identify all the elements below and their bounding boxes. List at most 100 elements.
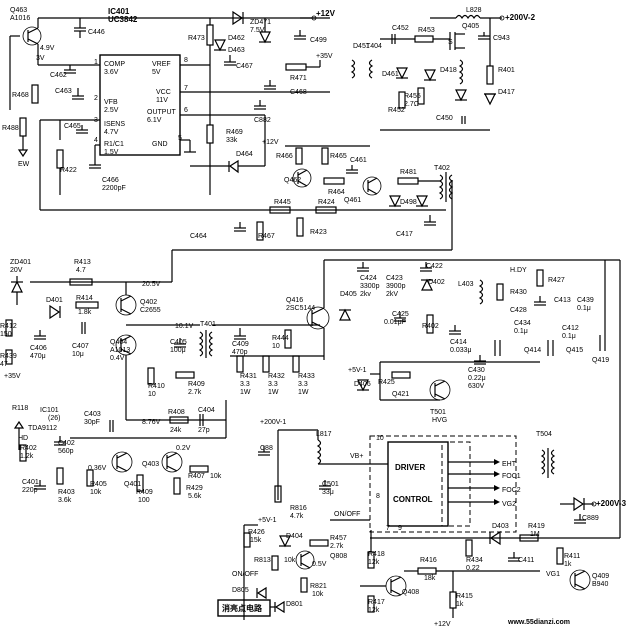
q409-part: B940 xyxy=(592,581,608,588)
zd471-value: 7.5V xyxy=(250,27,265,34)
q419-label: Q419 xyxy=(592,357,609,364)
c423-value: 3900p xyxy=(386,283,406,290)
r426-value: 15k xyxy=(250,537,262,544)
c402-label: C402 xyxy=(58,440,75,447)
r427-label: R427 xyxy=(548,277,565,284)
c412-value: 0.1μ xyxy=(562,333,576,340)
c462-label: C462 xyxy=(50,72,67,79)
r410-label: R410 xyxy=(148,383,165,390)
c450-label: C450 xyxy=(436,115,453,122)
c463-label: C463 xyxy=(55,88,72,95)
c401-label: C401 xyxy=(22,479,39,486)
q463-label: Q463 xyxy=(10,7,27,14)
r409-value: 2.7k xyxy=(188,389,202,396)
r415-value: 1k xyxy=(456,601,464,608)
r431-label: R431 xyxy=(240,373,257,380)
c423-rating: 2kV xyxy=(386,291,398,298)
t401-label: T401 xyxy=(200,321,216,328)
c405-value: 100μ xyxy=(170,347,186,354)
c468-label: C468 xyxy=(290,89,307,96)
driver-pin-8: 8 xyxy=(376,493,380,500)
onoff-a-label: ON/OFF xyxy=(334,511,360,518)
r444-label: R444 xyxy=(272,335,289,342)
r412-label: R412 xyxy=(0,323,17,330)
r417-label: R417 xyxy=(368,599,385,606)
c403-label: C403 xyxy=(84,411,101,418)
c882-label: C882 xyxy=(254,117,271,124)
c425-label: C425 xyxy=(392,311,409,318)
r410-value: 10 xyxy=(148,391,156,398)
c414-label: C414 xyxy=(450,339,467,346)
q414-label: Q414 xyxy=(524,347,541,354)
r471-label: R471 xyxy=(290,75,307,82)
driver-pin-7: 7 xyxy=(386,525,390,532)
vg1-label: VG1 xyxy=(546,571,560,578)
d402-label: D402 xyxy=(428,279,445,286)
c404-label: C404 xyxy=(198,407,215,414)
q409-label: Q409 xyxy=(592,573,609,580)
v200-2-label: +200V-2 xyxy=(505,13,536,22)
r403-value: 3.6k xyxy=(58,497,72,504)
zd471-label: ZD471 xyxy=(250,19,271,26)
pin-output-v: 6.1V xyxy=(147,117,162,124)
r813-label: R813 xyxy=(254,557,271,564)
c412-label: C412 xyxy=(562,325,579,332)
d498-label: D498 xyxy=(400,199,417,206)
d462-label: D462 xyxy=(228,35,245,42)
r408-value: 24k xyxy=(170,427,182,434)
c467-label: C467 xyxy=(236,63,253,70)
d464-label: D464 xyxy=(236,151,253,158)
c407-label: C407 xyxy=(72,343,89,350)
v02-label: 0.2V xyxy=(176,445,191,452)
r411-label: R411 xyxy=(564,553,580,560)
q402-label: Q402 xyxy=(140,299,157,306)
c401-value: 220p xyxy=(22,487,38,494)
r434-value: 0.22 xyxy=(466,565,480,572)
r418-value: 12k xyxy=(368,559,380,566)
v200-3-label: +200V-3 xyxy=(596,499,627,508)
r444-value: 10 xyxy=(272,343,280,350)
pin-vref: VREF xyxy=(152,61,171,68)
c405-label: C405 xyxy=(170,339,187,346)
ic101-label: IC101 xyxy=(40,407,59,414)
r422-label: R422 xyxy=(60,167,77,174)
c465-label: C465 xyxy=(64,123,81,130)
r433-rating: 1W xyxy=(298,389,309,396)
v5-1a-label: +5V-1 xyxy=(348,367,367,374)
v35-left-label: +35V xyxy=(4,373,21,380)
r455-label: R455 xyxy=(404,93,421,100)
v036-label: 0.36V xyxy=(88,465,107,472)
r464-label: R464 xyxy=(328,189,345,196)
watermark: www.55dianzi.com xyxy=(507,619,570,626)
q461-driver-section: +12V R466 R465 Q462 R464 C461 Q461 R481 … xyxy=(262,139,454,250)
r431-value: 3.3 xyxy=(240,381,250,388)
c434-label: C434 xyxy=(514,320,531,327)
t402-label: T402 xyxy=(434,165,450,172)
r465-label: R465 xyxy=(330,153,347,160)
l828-label: L828 xyxy=(466,7,482,14)
c430-rating: 630V xyxy=(468,383,485,390)
r469-label: R469 xyxy=(226,129,243,136)
r401-label: R401 xyxy=(498,67,515,74)
c422-label: C422 xyxy=(426,263,443,270)
r414-value: 1.8k xyxy=(78,309,92,316)
q401-label: Q401 xyxy=(124,481,141,488)
r409b-value: 100 xyxy=(138,497,150,504)
r469-value: 33k xyxy=(226,137,238,144)
blanking-box-label: 消亮点电路 xyxy=(222,603,263,613)
focus-driver-section: +200V-1 C88 L817 VB+ C501 33μ R816 4.7k … xyxy=(258,259,627,591)
c434-value: 0.1μ xyxy=(514,328,528,335)
q463-part: A1016 xyxy=(10,15,30,22)
r439-label: R439 xyxy=(0,353,17,360)
zd401-value: 20V xyxy=(10,267,23,274)
c499-label: C499 xyxy=(310,37,327,44)
q405-s: S xyxy=(448,39,453,46)
out-eht: EHT xyxy=(502,461,517,468)
pin-comp-v: 3.6V xyxy=(104,69,119,76)
t404-label: T404 xyxy=(366,43,382,50)
t501-value: HVG xyxy=(432,417,447,424)
r439-value: 47 xyxy=(0,361,8,368)
v05-label: 0.5V xyxy=(312,561,327,568)
q462-label: Q462 xyxy=(284,177,301,184)
